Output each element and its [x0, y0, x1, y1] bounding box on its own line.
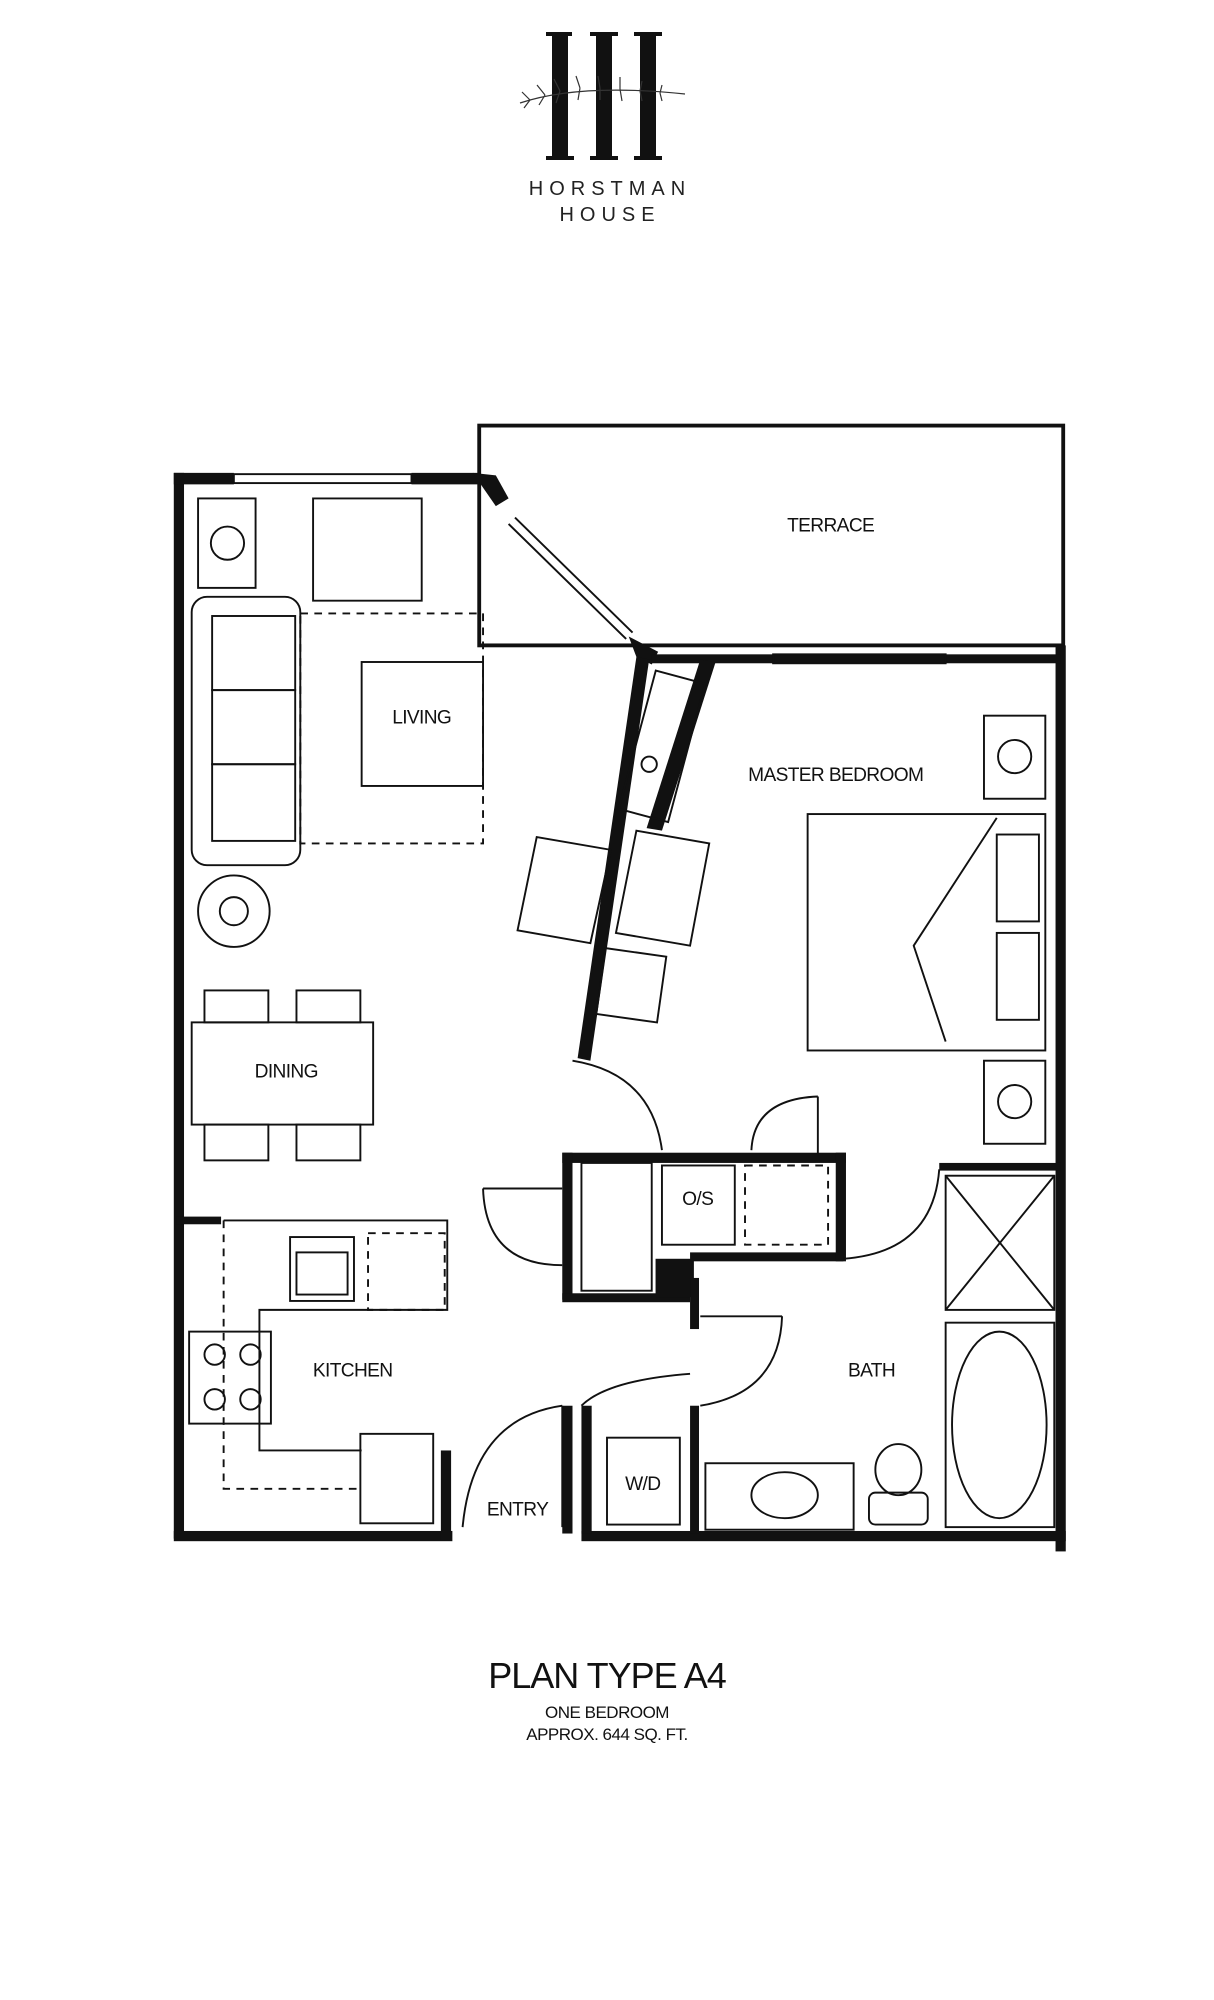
room-label-kitchen: KITCHEN — [313, 1360, 393, 1381]
plan-title: PLAN TYPE A4 — [488, 1655, 726, 1696]
logo-mark-icon — [519, 32, 686, 160]
plan-caption: PLAN TYPE A4 ONE BEDROOM APPROX. 644 SQ.… — [0, 1655, 1214, 1745]
walls — [173, 472, 1066, 1552]
plan-bedrooms: ONE BEDROOM — [545, 1703, 669, 1722]
terrace-outline — [477, 423, 1066, 648]
horstman-house-logo: HORSTMAN HOUSE — [500, 28, 720, 228]
room-label-bath: BATH — [848, 1360, 895, 1381]
logo-line-1: HORSTMAN — [528, 178, 692, 200]
windows — [232, 473, 947, 665]
logo-line-2: HOUSE — [559, 204, 661, 226]
plan-area: APPROX. 644 SQ. FT. — [526, 1725, 688, 1744]
room-label-laundry: W/D — [625, 1474, 660, 1495]
room-label-terrace: TERRACE — [787, 516, 874, 537]
room-label-dining: DINING — [255, 1061, 318, 1082]
room-label-closet: O/S — [682, 1189, 713, 1210]
furniture — [188, 497, 1056, 1531]
room-label-living: LIVING — [392, 707, 451, 728]
room-label-entry: ENTRY — [487, 1500, 549, 1521]
door-swings — [461, 1059, 941, 1528]
room-label-master-bedroom: MASTER BEDROOM — [748, 765, 923, 786]
